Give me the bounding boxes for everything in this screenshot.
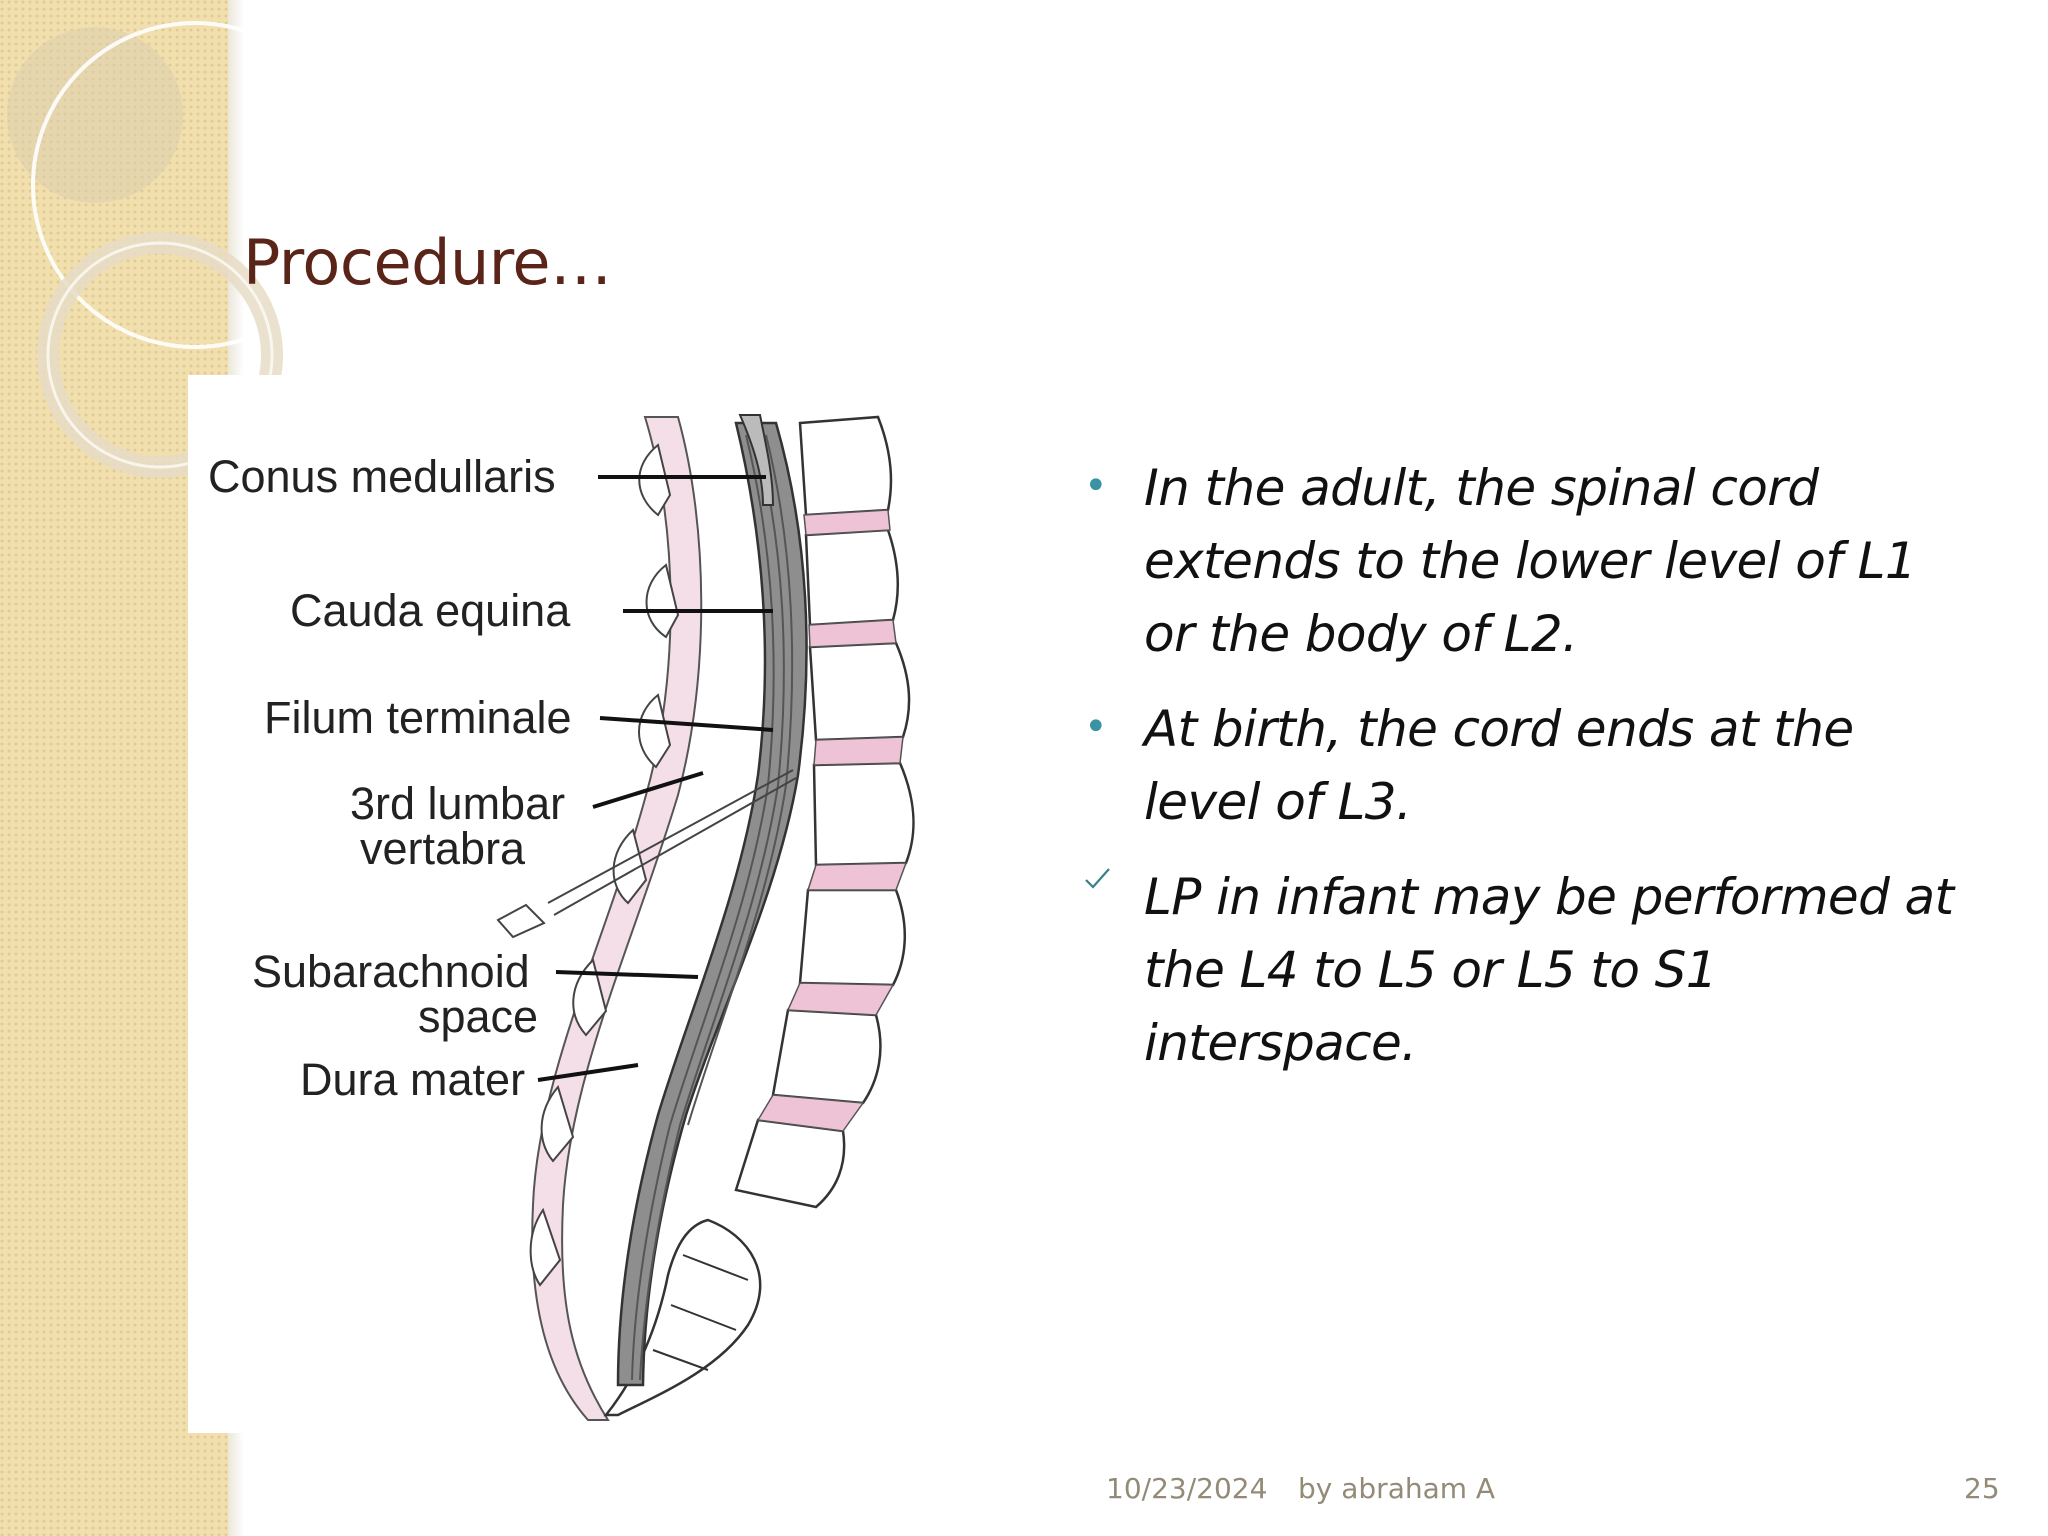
- label-leader-lines: [537, 475, 774, 1082]
- bullet-item: • At birth, the cord ends at the level o…: [1078, 693, 1978, 839]
- label-dura-mater: Dura mater: [300, 1054, 525, 1105]
- slide-number: 25: [1964, 1472, 2000, 1505]
- label-3rd-lumbar: 3rd lumbar: [350, 778, 565, 829]
- label-cauda-equina: Cauda equina: [290, 585, 571, 636]
- spinal-cord-illustration: Conus medullaris Cauda equina Filum term…: [208, 414, 915, 1421]
- bullet-item: • In the adult, the spinal cord extends …: [1078, 452, 1978, 671]
- bullet-item: LP in infant may be performed at the L4 …: [1078, 861, 1978, 1080]
- bullet-dot-icon: •: [1084, 463, 1108, 509]
- checkmark-icon: [1085, 868, 1110, 889]
- intervertebral-discs: [756, 509, 908, 1132]
- spinal-canal-outline: [531, 416, 703, 1421]
- spinal-cord-diagram: Conus medullaris Cauda equina Filum term…: [188, 375, 988, 1433]
- bullet-text: In the adult, the spinal cord extends to…: [1144, 459, 1917, 663]
- sacral-segment-lines: [652, 1254, 749, 1371]
- conus-medullaris-tip: [738, 414, 775, 506]
- label-filum-terminale: Filum terminale: [264, 692, 572, 743]
- spinal-needle: [496, 769, 797, 939]
- slide-title: Procedure…: [243, 226, 612, 299]
- bullet-text: LP in infant may be performed at the L4 …: [1144, 868, 1954, 1072]
- bullet-text: At birth, the cord ends at the level of …: [1144, 700, 1854, 831]
- bullet-dot-icon: •: [1084, 704, 1108, 750]
- diagram-labels: Conus medullaris Cauda equina Filum term…: [208, 451, 572, 1105]
- label-vertabra: vertabra: [360, 823, 526, 874]
- footer-date: 10/23/2024: [1106, 1472, 1268, 1505]
- cauda-equina-strands: [631, 434, 794, 1381]
- label-subarachnoid: Subarachnoid: [252, 946, 530, 997]
- label-conus-medullaris: Conus medullaris: [208, 451, 556, 502]
- footer-author: by abraham A: [1298, 1472, 1496, 1505]
- bullet-list: • In the adult, the spinal cord extends …: [1078, 452, 1978, 1102]
- label-space: space: [418, 991, 538, 1042]
- spinous-processes: [529, 443, 680, 1287]
- decorative-rings: [7, 21, 330, 478]
- vertebral-bodies: [734, 415, 915, 1209]
